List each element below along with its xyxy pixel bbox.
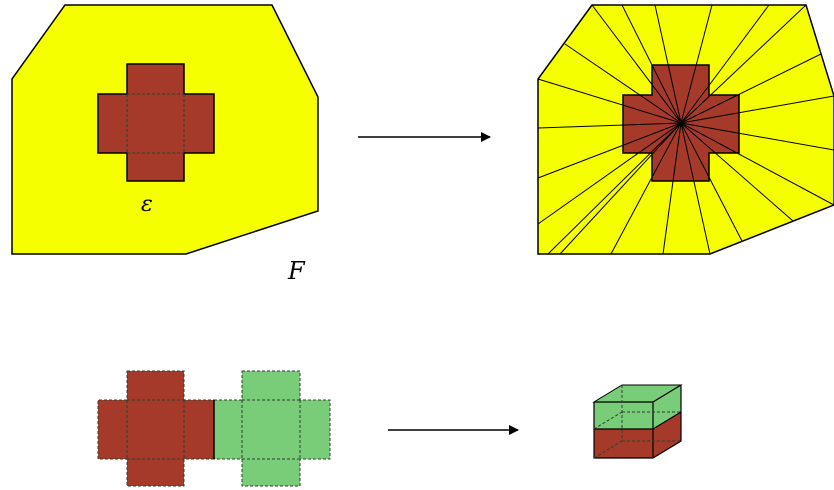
triangulation-lines [537,4,834,255]
cross-net-green [213,370,331,487]
cross-fold-lines-left [126,93,185,154]
face-label: F [287,257,306,285]
cross-net-red [97,370,215,487]
epsilon-label: ε [141,192,153,217]
cross-region-left [97,63,215,182]
folded-box [592,384,683,459]
